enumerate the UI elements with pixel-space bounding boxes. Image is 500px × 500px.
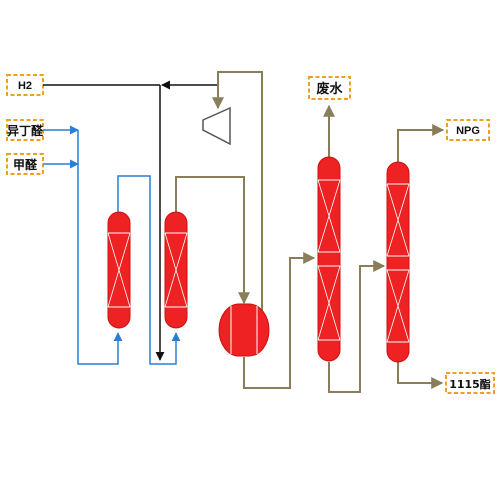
waste-water-label: 废水 <box>316 81 343 97</box>
recycle-gas-line <box>212 71 263 312</box>
ester-1115-label: 1115酯 <box>449 377 491 391</box>
stream-label-h2: H2 <box>6 74 44 96</box>
compressor-icon <box>202 106 231 146</box>
ester-product-line <box>397 362 444 389</box>
stream-label-isobutyraldehyde: 异丁醛 <box>6 119 44 141</box>
isobutyraldehyde-label: 异丁醛 <box>7 123 44 138</box>
column1-bottoms-line <box>328 260 386 393</box>
h2-recycle-line <box>161 80 219 108</box>
formaldehyde-label: 甲醛 <box>13 157 38 172</box>
column-2 <box>386 161 410 363</box>
npg-label: NPG <box>456 125 480 137</box>
flash-drum <box>218 303 270 357</box>
combined-feed-line <box>77 130 123 365</box>
stream-label-1115-ester: 1115酯 <box>445 372 495 394</box>
npg-product-line <box>397 124 445 162</box>
stream-label-npg: NPG <box>446 119 490 141</box>
reactor2-overhead-line <box>175 176 250 305</box>
stream-label-formaldehyde: 甲醛 <box>6 153 44 175</box>
column-1 <box>317 156 341 362</box>
reactor-2 <box>164 211 188 329</box>
flash-bottoms-line <box>243 252 316 389</box>
reactor-1 <box>107 211 131 329</box>
h2-label: H2 <box>18 80 32 92</box>
stream-label-waste-water: 废水 <box>308 76 351 100</box>
reactor1-overhead-line <box>117 175 181 365</box>
